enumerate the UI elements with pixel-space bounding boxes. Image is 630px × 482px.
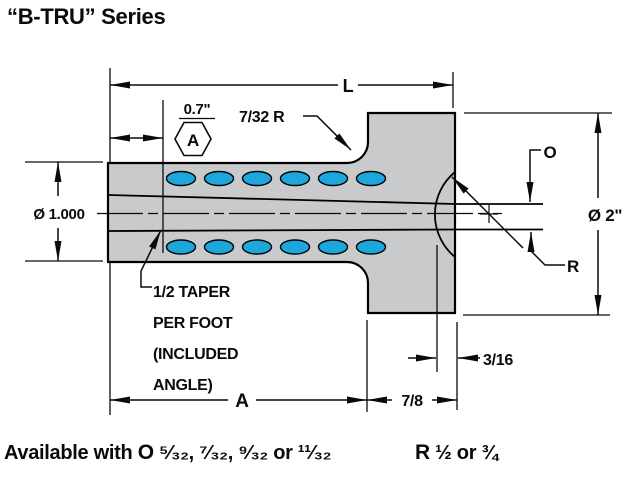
leader-fillet-radius: 7/32 R [239, 109, 352, 151]
availability-r-label: R [415, 441, 430, 464]
dim-label-flange-diameter: Ø 2" [588, 206, 622, 225]
insert-ellipse [165, 239, 197, 255]
dim-shank-diameter: Ø 1.000 [33, 162, 85, 261]
dim-taper-length: A [110, 391, 367, 412]
taper-note-line-3: (INCLUDED [153, 346, 238, 363]
availability-note-r: R ½ or ¾ [415, 441, 498, 465]
dim-recess-depth: 3/16 [408, 352, 514, 369]
insert-ellipse [241, 239, 273, 255]
availability-o-label: O [137, 441, 154, 464]
insert-ellipse [355, 170, 387, 187]
dim-flange-thickness: 7/8 [367, 393, 457, 410]
spherical-recess-arc [434, 171, 456, 258]
dim-label-hole-offset: O [544, 143, 557, 162]
taper-note-line-4: ANGLE) [153, 377, 213, 394]
bore-taper-lines [107, 194, 543, 232]
dim-flange-diameter: Ø 2" [588, 113, 622, 315]
insert-ellipse [241, 170, 273, 187]
dim-overall-length: L [110, 76, 453, 96]
dim-overhang: 0.7" [110, 101, 215, 142]
dim-label-shank-diameter: Ø 1.000 [33, 206, 84, 223]
dim-label-recess-depth: 3/16 [483, 352, 513, 369]
leader-hole-offset: O [526, 143, 557, 202]
insert-ellipse [355, 239, 387, 255]
taper-note-line-2: PER FOOT [153, 315, 233, 332]
availability-o-values: ⁵⁄₃₂, ⁷⁄₃₂, ⁹⁄₃₂ or ¹¹⁄₃₂ [159, 442, 332, 464]
dim-label-taper-length: A [235, 391, 249, 412]
availability-note-o: Available with O ⁵⁄₃₂, ⁷⁄₃₂, ⁹⁄₃₂ or ¹¹⁄… [4, 441, 332, 465]
insert-ellipse [165, 170, 197, 187]
dim-label-overhang: 0.7" [184, 101, 211, 118]
insert-ellipse [279, 239, 311, 255]
leader-recess-radius: R [451, 176, 579, 276]
taper-note: 1/2 TAPER PER FOOT (INCLUDED ANGLE) [140, 229, 239, 394]
dim-label-flange-thickness: 7/8 [401, 393, 423, 410]
insert-ellipse [317, 239, 349, 255]
dim-label-fillet-radius: 7/32 R [239, 109, 285, 126]
availability-prefix: Available with [4, 442, 133, 464]
dim-label-recess-radius: R [567, 257, 579, 276]
insert-ellipse [203, 239, 235, 255]
insert-ellipse [203, 170, 235, 187]
insert-ellipse [279, 170, 311, 187]
availability-r-values: ½ or ¾ [435, 442, 498, 464]
coolant-inserts [165, 170, 387, 255]
dim-label-l: L [343, 76, 354, 96]
datum-label: A [187, 131, 199, 150]
taper-note-line-1: 1/2 TAPER [153, 284, 231, 301]
page-title: “B-TRU” Series [7, 4, 166, 29]
datum-hexagon: A [174, 121, 212, 157]
insert-ellipse [317, 170, 349, 187]
